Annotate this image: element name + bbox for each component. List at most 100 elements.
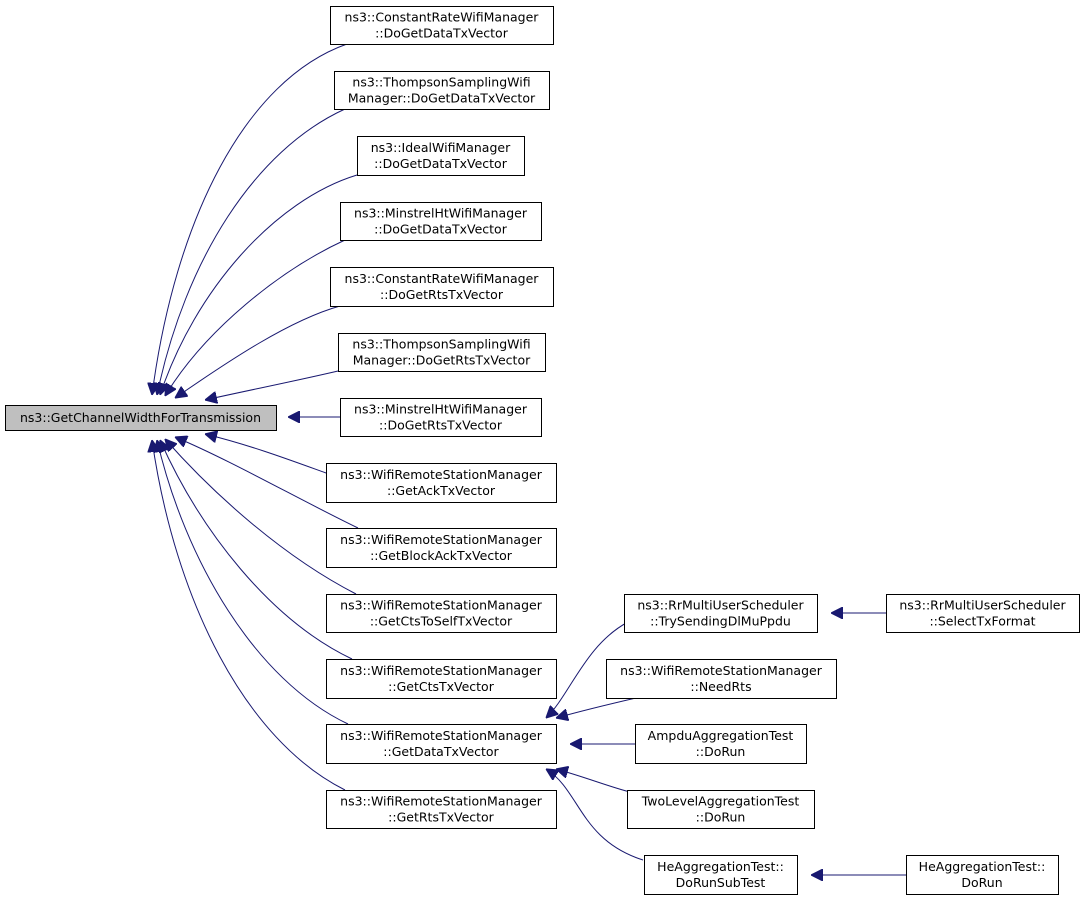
node-root[interactable]: ns3::GetChannelWidthForTransmission xyxy=(5,405,277,431)
node-box xyxy=(5,405,277,431)
node-label-line: ::SelectTxFormat xyxy=(929,614,1035,629)
node-label-line: ns3::ThompsonSamplingWifi xyxy=(352,75,530,90)
node-rr-selecttx[interactable]: ns3::RrMultiUserScheduler::SelectTxForma… xyxy=(886,594,1080,633)
node-label-line: ns3::GetChannelWidthForTransmission xyxy=(20,410,261,425)
edge-wrsm_ack-to-root xyxy=(205,434,327,474)
node-label-line: ns3::RrMultiUserScheduler xyxy=(637,598,804,613)
node-box xyxy=(635,724,807,764)
node-box xyxy=(326,594,557,633)
node-label-line: ::NeedRts xyxy=(690,679,751,694)
node-label-line: ns3::WifiRemoteStationManager xyxy=(340,663,543,678)
node-label-line: ::DoGetDataTxVector xyxy=(374,156,508,171)
edge-twolevel_dorun-to-wrsm_data xyxy=(556,769,631,793)
node-label-line: ns3::RrMultiUserScheduler xyxy=(899,598,1066,613)
node-label-line: ns3::ConstantRateWifiManager xyxy=(345,10,540,25)
node-he-dorun[interactable]: HeAggregationTest::DoRun xyxy=(906,855,1059,895)
edge-wrsm_data-to-root xyxy=(157,440,349,725)
node-label-line: ns3::WifiRemoteStationManager xyxy=(340,532,543,547)
node-he-dorunsubtest[interactable]: HeAggregationTest::DoRunSubTest xyxy=(644,855,798,895)
edge-rr_trysending-to-wrsm_data xyxy=(546,621,629,718)
node-label-line: ::GetDataTxVector xyxy=(383,744,499,759)
node-label-line: AmpduAggregationTest xyxy=(648,728,794,743)
node-box xyxy=(886,594,1080,633)
node-label-line: ns3::WifiRemoteStationManager xyxy=(620,663,823,678)
edge-wrsm_blockack-to-root xyxy=(175,437,359,529)
node-box xyxy=(624,594,818,633)
edge-wrsm_rts-to-root xyxy=(152,440,346,791)
node-label-line: ns3::WifiRemoteStationManager xyxy=(340,467,543,482)
node-box xyxy=(644,855,798,895)
node-wrsm-ack[interactable]: ns3::WifiRemoteStationManager::GetAckTxV… xyxy=(326,463,557,503)
node-label-line: ns3::ConstantRateWifiManager xyxy=(345,271,540,286)
edge-he_dorunsubtest-to-wrsm_data xyxy=(546,769,644,861)
node-wrsm-rts[interactable]: ns3::WifiRemoteStationManager::GetRtsTxV… xyxy=(326,790,557,829)
node-rr-trysending[interactable]: ns3::RrMultiUserScheduler::TrySendingDlM… xyxy=(624,594,818,633)
node-label-line: DoRunSubTest xyxy=(676,875,766,890)
node-box xyxy=(330,6,554,45)
node-label-line: ns3::MinstrelHtWifiManager xyxy=(354,206,528,221)
edges xyxy=(152,43,906,875)
edge-wrsm_cts-to-root xyxy=(160,440,353,660)
node-box xyxy=(906,855,1059,895)
node-label-line: Manager::DoGetDataTxVector xyxy=(348,91,536,106)
node-box xyxy=(340,202,542,241)
node-box xyxy=(326,528,557,568)
node-box xyxy=(326,463,557,503)
node-wrsm-data[interactable]: ns3::WifiRemoteStationManager::GetDataTx… xyxy=(326,724,557,764)
node-label-line: ::DoRun xyxy=(696,810,746,825)
edge-constantrate_rts-to-root xyxy=(175,305,341,398)
node-label-line: TwoLevelAggregationTest xyxy=(641,794,800,809)
node-wrsm-blockack[interactable]: ns3::WifiRemoteStationManager::GetBlockA… xyxy=(326,528,557,568)
node-label-line: ::DoGetDataTxVector xyxy=(374,222,508,237)
node-wrsm-ctstoself[interactable]: ns3::WifiRemoteStationManager::GetCtsToS… xyxy=(326,594,557,633)
node-twolevel-dorun[interactable]: TwoLevelAggregationTest::DoRun xyxy=(627,790,815,829)
node-label-line: ::DoGetDataTxVector xyxy=(375,26,509,41)
node-box xyxy=(340,398,542,437)
node-label-line: DoRun xyxy=(961,875,1002,890)
node-label-line: ns3::WifiRemoteStationManager xyxy=(340,598,543,613)
node-label-line: Manager::DoGetRtsTxVector xyxy=(353,353,531,368)
node-label-line: ns3::IdealWifiManager xyxy=(371,140,511,155)
node-box xyxy=(326,790,557,829)
node-box xyxy=(330,267,554,307)
node-box xyxy=(627,790,815,829)
node-constantrate-data[interactable]: ns3::ConstantRateWifiManager::DoGetDataT… xyxy=(330,6,554,45)
node-ampdu-dorun[interactable]: AmpduAggregationTest::DoRun xyxy=(635,724,807,764)
node-box xyxy=(338,333,546,372)
edge-thompson_rts-to-root xyxy=(205,370,339,400)
node-box xyxy=(334,71,550,110)
node-label-line: ns3::MinstrelHtWifiManager xyxy=(354,402,528,417)
node-label-line: ::GetCtsToSelfTxVector xyxy=(370,614,513,629)
nodes: ns3::GetChannelWidthForTransmissionns3::… xyxy=(5,6,1080,895)
edge-ideal_data-to-root xyxy=(160,174,358,395)
node-box xyxy=(606,659,837,699)
node-box xyxy=(326,724,557,764)
node-label-line: ::GetCtsTxVector xyxy=(388,679,495,694)
edge-minstrel_data-to-root xyxy=(165,239,346,396)
node-label-line: ns3::WifiRemoteStationManager xyxy=(340,728,543,743)
node-label-line: HeAggregationTest:: xyxy=(919,859,1046,874)
node-ideal-data[interactable]: ns3::IdealWifiManager::DoGetDataTxVector xyxy=(357,136,525,176)
node-box xyxy=(357,136,525,176)
node-minstrel-rts[interactable]: ns3::MinstrelHtWifiManager::DoGetRtsTxVe… xyxy=(340,398,542,437)
node-wrsm-cts[interactable]: ns3::WifiRemoteStationManager::GetCtsTxV… xyxy=(326,659,557,699)
node-thompson-rts[interactable]: ns3::ThompsonSamplingWifiManager::DoGetR… xyxy=(338,333,546,372)
node-label-line: ::TrySendingDlMuPpdu xyxy=(650,614,791,629)
node-label-line: ::DoGetRtsTxVector xyxy=(379,418,503,433)
edge-wrsm_needrts-to-wrsm_data xyxy=(556,697,637,718)
edge-wrsm_ctstoself-to-root xyxy=(165,439,357,595)
node-constantrate-rts[interactable]: ns3::ConstantRateWifiManager::DoGetRtsTx… xyxy=(330,267,554,307)
node-label-line: HeAggregationTest:: xyxy=(657,859,784,874)
node-label-line: ::GetRtsTxVector xyxy=(388,810,495,825)
node-label-line: ::GetBlockAckTxVector xyxy=(370,548,513,563)
node-box xyxy=(326,659,557,699)
node-thompson-data[interactable]: ns3::ThompsonSamplingWifiManager::DoGetD… xyxy=(334,71,550,110)
edge-thompson_data-to-root xyxy=(157,108,346,395)
node-wrsm-needrts[interactable]: ns3::WifiRemoteStationManager::NeedRts xyxy=(606,659,837,699)
node-label-line: ::DoGetRtsTxVector xyxy=(380,287,504,302)
node-label-line: ::DoRun xyxy=(696,744,746,759)
node-minstrel-data[interactable]: ns3::MinstrelHtWifiManager::DoGetDataTxV… xyxy=(340,202,542,241)
node-label-line: ns3::ThompsonSamplingWifi xyxy=(352,337,530,352)
node-label-line: ::GetAckTxVector xyxy=(387,483,496,498)
